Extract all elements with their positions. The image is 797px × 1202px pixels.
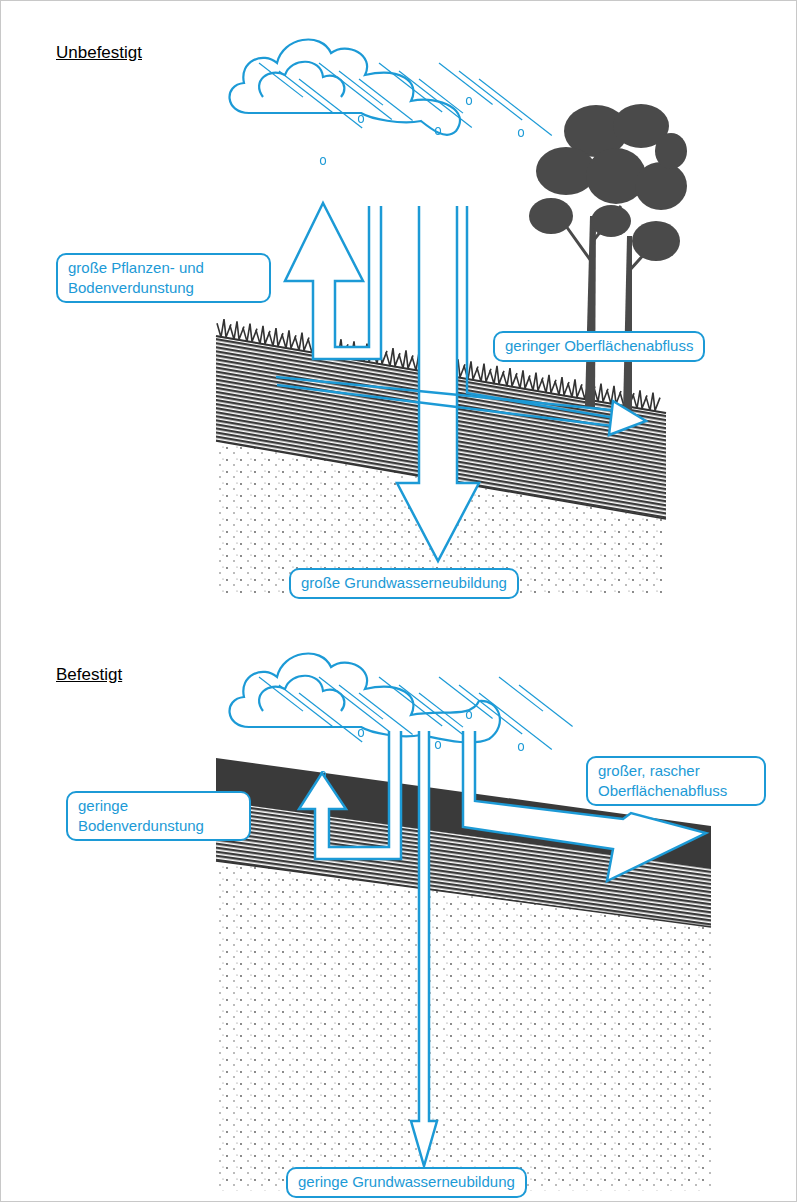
rain-stroke (419, 79, 463, 113)
grass-tuft (295, 333, 309, 351)
rain-stroke (339, 685, 383, 719)
grass-tuft (399, 350, 413, 368)
grass-tuft (542, 375, 556, 393)
rain-stroke (299, 693, 362, 742)
tree-crown (591, 205, 631, 237)
rain-stroke (359, 693, 413, 735)
grass-tuft (633, 390, 647, 408)
grass-tuft (568, 379, 582, 397)
grass-tuft (516, 370, 530, 388)
panel-title-text: Unbefestigt (56, 43, 142, 62)
rain-stroke (319, 63, 392, 119)
tree-trunk (623, 236, 632, 415)
grass-tuft (555, 377, 569, 395)
grass-tuft (503, 368, 517, 386)
evaporation-arrow (285, 203, 381, 359)
label-text: geringe Bodenverdunstung (78, 796, 239, 835)
tree-trunk (585, 216, 596, 409)
grass-tuft (594, 384, 608, 402)
cloud-outline (230, 40, 460, 135)
panel-title: Unbefestigt (56, 43, 142, 63)
runoff-arrowhead (609, 401, 646, 435)
grass-tuft (256, 326, 270, 344)
rain-stroke (259, 677, 303, 711)
label-box: große Pflanzen- und Bodenverdunstung (56, 253, 271, 303)
tree-crown (586, 148, 646, 204)
tree (529, 104, 687, 415)
label-text: geringe Grundwasserneubildung (298, 1172, 515, 1192)
tree-crown (529, 198, 573, 234)
rain-drop (359, 116, 364, 123)
label-box: große Grundwasserneubildung (289, 568, 519, 599)
label-box: großer, rascher Oberflächenabfluss (586, 756, 766, 806)
cloud (230, 40, 460, 135)
cloud (230, 654, 500, 743)
recharge-arrow (411, 731, 437, 1166)
rain-stroke (359, 79, 413, 121)
rain-stroke (519, 685, 573, 727)
rain-drop (519, 130, 524, 137)
tree-crown (655, 133, 687, 169)
panel-title: Befestigt (56, 665, 122, 685)
rain-stroke (379, 63, 442, 112)
grass-tuft (646, 393, 660, 411)
tree-crown (632, 221, 680, 261)
grass-tuft (490, 366, 504, 384)
label-text: große Grundwasserneubildung (301, 573, 507, 593)
cloud-inner (259, 676, 344, 711)
runoff-line (467, 206, 621, 419)
label-text: geringer Oberflächenabfluss (505, 336, 693, 356)
panel-title-text: Befestigt (56, 665, 122, 684)
rain-stroke (379, 677, 442, 726)
grass-tuft (386, 348, 400, 366)
cloud-outline (230, 654, 500, 743)
rain-drop (519, 744, 524, 751)
evaporation-arrow (299, 731, 401, 859)
grass-tuft (217, 319, 231, 337)
rain-drop (359, 730, 364, 737)
rain-drop (467, 712, 472, 719)
grass-tuft (243, 324, 257, 342)
rain-stroke (459, 71, 522, 120)
rain-stroke (419, 693, 463, 727)
soil-bottom (216, 861, 711, 927)
label-box: geringe Bodenverdunstung (66, 791, 251, 841)
label-text: großer, rascher Oberflächenabfluss (598, 761, 754, 800)
runoff-arrow (463, 731, 706, 881)
water-arrows (276, 203, 646, 561)
grass-tuft (269, 328, 283, 346)
grass-tuft (230, 321, 244, 339)
rain-stroke (479, 79, 552, 135)
rain-stroke (499, 677, 543, 711)
label-text: große Pflanzen- und Bodenverdunstung (68, 258, 259, 297)
label-box: geringer Oberflächenabfluss (493, 331, 705, 362)
grass-tuft (529, 373, 543, 391)
rain-stroke (319, 677, 392, 733)
rain-drop (467, 98, 472, 105)
rain-stroke (339, 71, 383, 105)
grass-tuft (477, 364, 491, 382)
rain-stroke (299, 79, 362, 128)
label-box: geringe Grundwasserneubildung (286, 1167, 527, 1198)
rain-drop (436, 742, 441, 749)
runoff-line (276, 377, 621, 427)
cloud-inner (259, 62, 344, 97)
rain-drop (321, 158, 326, 165)
rain-stroke (259, 63, 303, 97)
grass-tuft (282, 330, 296, 348)
tree-crown (635, 162, 687, 210)
